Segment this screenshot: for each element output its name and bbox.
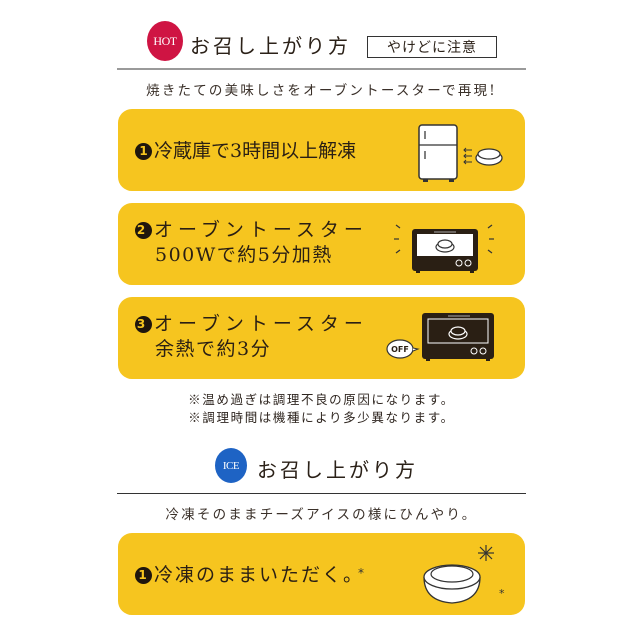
note-line-1: ※温め過ぎは調理不良の原因になります。 — [188, 392, 455, 407]
step-3-label-1: オーブントースター — [154, 313, 368, 335]
ice-badge: ICE — [215, 448, 247, 483]
hot-subtitle: 焼きたての美味しさをオーブントースターで再現! — [146, 83, 497, 99]
note-line-2: ※調理時間は機種により多少異なります。 — [188, 410, 455, 425]
toaster-oven-off-icon: OFF — [386, 313, 494, 361]
ice-divider — [117, 493, 526, 494]
ice-subtitle: 冷凍そのままチーズアイスの様にひんやり。 — [165, 507, 478, 523]
toaster-oven-heating-icon — [394, 224, 494, 273]
hot-step-2-line2: 500Wで約5分加熱 — [155, 244, 333, 266]
ice-heading-title: お召し上がり方 — [257, 458, 418, 482]
refrigerator-icon — [418, 124, 503, 182]
cheesecake-cold-icon: * * — [358, 545, 505, 604]
step-1-label: 冷蔵庫で3時間以上解凍 — [154, 140, 357, 162]
step-number-badge: 1 — [135, 566, 152, 584]
hot-notes: ※温め過ぎは調理不良の原因になります。 ※調理時間は機種により多少異なります。 — [117, 391, 526, 427]
hot-divider — [117, 68, 526, 70]
svg-text:*: * — [358, 566, 364, 580]
step-number-badge: 2 — [135, 221, 152, 239]
off-label: OFF — [391, 345, 409, 354]
burn-warning-label: やけどに注意 — [387, 40, 477, 56]
step-number-badge: 3 — [135, 315, 152, 333]
svg-text:*: * — [499, 587, 505, 600]
hot-heading-title: お召し上がり方 — [190, 34, 351, 58]
step-2-label-1: オーブントースター — [154, 219, 368, 241]
hot-step-3-line2: 余熱で約3分 — [155, 338, 272, 360]
burn-warning-box: やけどに注意 — [367, 36, 497, 58]
step-number-badge: 1 — [135, 142, 152, 160]
sparkle-icon — [478, 545, 494, 561]
hot-badge: HOT — [147, 21, 183, 61]
ice-step-1-label: 冷凍のままいただく。 — [154, 564, 365, 586]
